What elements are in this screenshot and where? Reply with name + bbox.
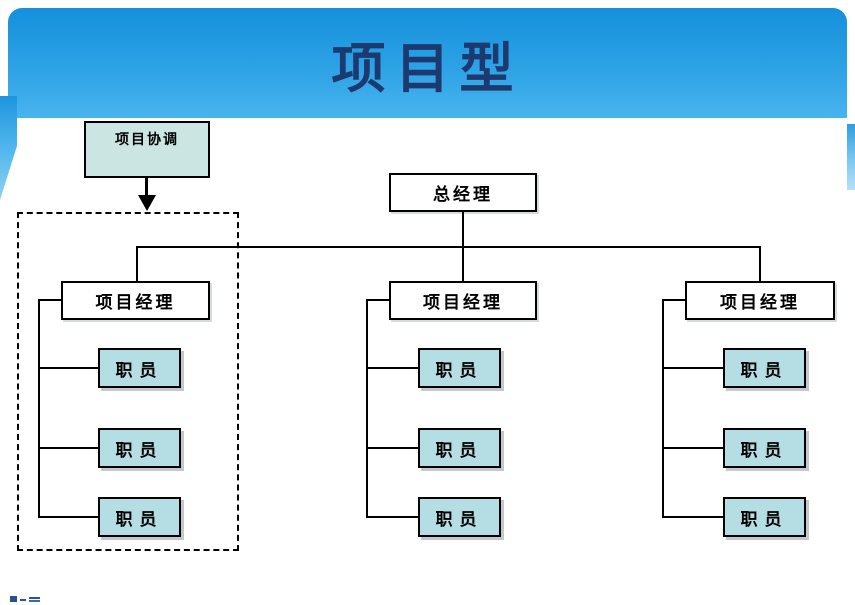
project-manager-box: 项目经理: [389, 281, 537, 320]
footer-fragment: [29, 600, 40, 602]
project-manager-label: 项目经理: [720, 293, 800, 312]
connector-line: [662, 516, 723, 518]
general-manager-box: 总经理: [389, 173, 537, 212]
connector-line: [662, 367, 723, 369]
footer-fragment: [29, 597, 40, 599]
staff-box: 职员: [418, 348, 501, 388]
staff-box: 职员: [723, 428, 806, 468]
staff-box: 职员: [723, 497, 806, 537]
project-manager-label: 项目经理: [95, 293, 176, 312]
arrow-shaft-line: [145, 178, 148, 196]
connector-line: [759, 246, 761, 281]
down-arrow-icon: [138, 195, 156, 211]
footer-fragment: [10, 596, 17, 602]
connector-line: [366, 516, 418, 518]
connector-line: [662, 299, 685, 301]
general-manager-label: 总经理: [433, 185, 493, 204]
project-manager-box: 项目经理: [685, 281, 835, 320]
staff-label: 职员: [740, 509, 789, 529]
staff-box: 职员: [98, 348, 181, 388]
connector-line: [366, 447, 418, 449]
connector-line: [38, 299, 40, 518]
connector-line: [366, 299, 368, 518]
staff-label: 职员: [435, 440, 484, 460]
connector-line: [136, 246, 138, 281]
connector-line: [366, 367, 418, 369]
footer-fragment: [20, 599, 26, 601]
staff-box: 职员: [98, 497, 181, 537]
staff-label: 职员: [115, 440, 164, 460]
staff-label: 职员: [435, 360, 484, 380]
staff-box: 职员: [418, 428, 501, 468]
staff-label: 职员: [435, 509, 484, 529]
project-manager-box: 项目经理: [61, 281, 210, 320]
coordination-box: 项目协调: [84, 121, 210, 178]
connector-line: [38, 516, 98, 518]
connector-line: [38, 299, 61, 301]
left-swoosh-decoration: [0, 96, 17, 200]
staff-box: 职员: [723, 348, 806, 388]
footer-clipped-text: [10, 594, 50, 605]
staff-label: 职员: [740, 440, 789, 460]
staff-label: 职员: [740, 360, 789, 380]
connector-line: [38, 447, 98, 449]
slide-title: 项目型: [331, 39, 524, 99]
project-manager-label: 项目经理: [423, 293, 503, 312]
title-band: 项目型: [8, 8, 847, 118]
connector-line: [136, 246, 761, 248]
staff-label: 职员: [115, 509, 164, 529]
dashed-project-outline: [17, 212, 239, 551]
staff-box: 职员: [418, 497, 501, 537]
connector-line: [662, 447, 723, 449]
connector-line: [662, 299, 664, 518]
staff-box: 职员: [98, 428, 181, 468]
connector-line: [38, 367, 98, 369]
connector-line: [366, 299, 389, 301]
right-edge-decoration: [847, 124, 855, 190]
staff-label: 职员: [115, 360, 164, 380]
coordination-label: 项目协调: [115, 131, 179, 147]
